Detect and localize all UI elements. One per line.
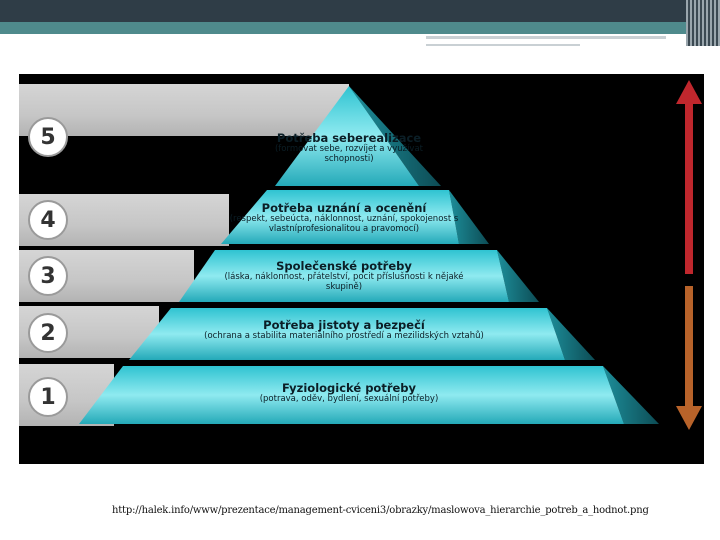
- level-band-5: [19, 84, 349, 136]
- pyramid-shape: [79, 86, 659, 424]
- header-line: [426, 36, 666, 39]
- level-1-description: (potrava, oděv, bydlení, sexuální potřeb…: [259, 394, 439, 405]
- up-arrow-icon: [676, 80, 702, 274]
- level-3-text: Společenské potřeby (láska, náklonnost, …: [214, 259, 474, 293]
- level-3-description: (láska, náklonnost, přátelství, pocit př…: [224, 272, 464, 292]
- pyramid-level-3: [179, 250, 509, 302]
- level-2-text: Potřeba jistoty a bezpečí (ochrana a sta…: [169, 318, 519, 342]
- level-1-title: Fyziologické potřeby: [281, 381, 417, 395]
- level-number-5: 5: [28, 117, 68, 157]
- level-5-text: Potřeba seberealizace (formovat sebe, ro…: [274, 131, 424, 165]
- source-url-caption: http://halek.info/www/prezentace/managem…: [112, 505, 649, 516]
- level-4-description: (respekt, sebeúcta, náklonnost, uznání, …: [229, 214, 459, 234]
- level-number-4: 4: [28, 200, 68, 240]
- level-number-3: 3: [28, 256, 68, 296]
- level-1-text: Fyziologické potřeby (potrava, oděv, byd…: [189, 381, 509, 405]
- maslow-pyramid-diagram: 5 4 3 2 1 Potřeba seberealiz: [19, 74, 704, 464]
- level-5-title: Potřeba seberealizace: [276, 131, 422, 145]
- pyramid-level-4: [221, 190, 459, 244]
- level-number-1: 1: [28, 377, 68, 417]
- pyramid-level-1: [79, 366, 624, 424]
- header-bar: [0, 0, 720, 22]
- level-5-description: (formovat sebe, rozvíjet a využívat scho…: [274, 144, 424, 164]
- level-4-title: Potřeba uznání a ocenění: [261, 201, 427, 215]
- level-2-description: (ochrana a stabilita materiálního prostř…: [204, 331, 484, 342]
- down-arrow-icon: [676, 286, 702, 430]
- level-number-2: 2: [28, 313, 68, 353]
- level-2-title: Potřeba jistoty a bezpečí: [263, 318, 425, 332]
- level-3-title: Společenské potřeby: [276, 259, 412, 273]
- pyramid-level-2: [129, 308, 565, 360]
- header-accent-bar: [0, 22, 720, 34]
- header-stripes: [686, 0, 720, 46]
- header-line: [426, 44, 580, 46]
- level-4-text: Potřeba uznání a ocenění (respekt, sebeú…: [219, 201, 469, 235]
- pyramid-level-5: [275, 86, 419, 186]
